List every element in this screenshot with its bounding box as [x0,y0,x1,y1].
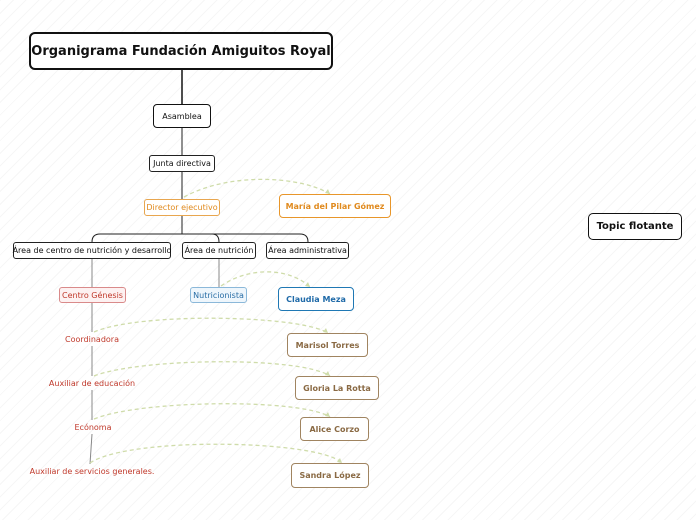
person-auxiliar-servicios[interactable]: Sandra López [291,463,369,488]
node-area-centro-nutricion[interactable]: Área de centro de nutrición y desarrollo [13,242,171,259]
arrowhead [325,189,330,194]
link-nutricionista-person [220,271,311,288]
line-branch-nutricion [182,233,220,243]
node-asamblea[interactable]: Asamblea [153,104,211,128]
node-coordinadora[interactable]: Coordinadora [65,334,119,344]
link-servicios-person [89,443,343,464]
person-economa[interactable]: Alice Corzo [300,417,369,441]
arrowhead [325,412,330,417]
arrowhead [305,282,310,287]
arrowhead [337,458,342,463]
node-auxiliar-educacion[interactable]: Auxiliar de educación [48,378,136,388]
arrowhead [325,371,330,376]
line-branch-admin [182,233,309,243]
person-auxiliar-educacion[interactable]: Gloria La Rotta [295,376,379,400]
line-economa-servicios [89,433,93,465]
node-economa[interactable]: Ecónoma [74,422,112,432]
central-topic[interactable]: Organigrama Fundación Amiguitos Royal [29,32,333,70]
link-coordinadora-person [93,317,329,334]
node-director-ejecutivo[interactable]: Director ejecutivo [144,199,220,216]
link-auxiliar-person [93,361,331,377]
arrowhead [323,328,328,333]
node-area-nutricion[interactable]: Área de nutrición [182,242,256,259]
person-nutricionista[interactable]: Claudia Meza [278,287,354,311]
node-centro-genesis[interactable]: Centro Génesis [59,287,126,303]
node-area-administrativa[interactable]: Área administrativa [266,242,349,259]
link-economa-person [93,403,331,420]
line-branch-centro [91,233,182,243]
node-auxiliar-servicios[interactable]: Auxiliar de servicios generales. [29,466,155,476]
person-coordinadora[interactable]: Marisol Torres [287,333,368,357]
node-nutricionista[interactable]: Nutricionista [190,287,247,303]
person-director[interactable]: María del Pilar Gómez [279,194,391,218]
node-junta-directiva[interactable]: Junta directiva [149,155,215,172]
floating-topic[interactable]: Topic flotante [588,213,682,240]
